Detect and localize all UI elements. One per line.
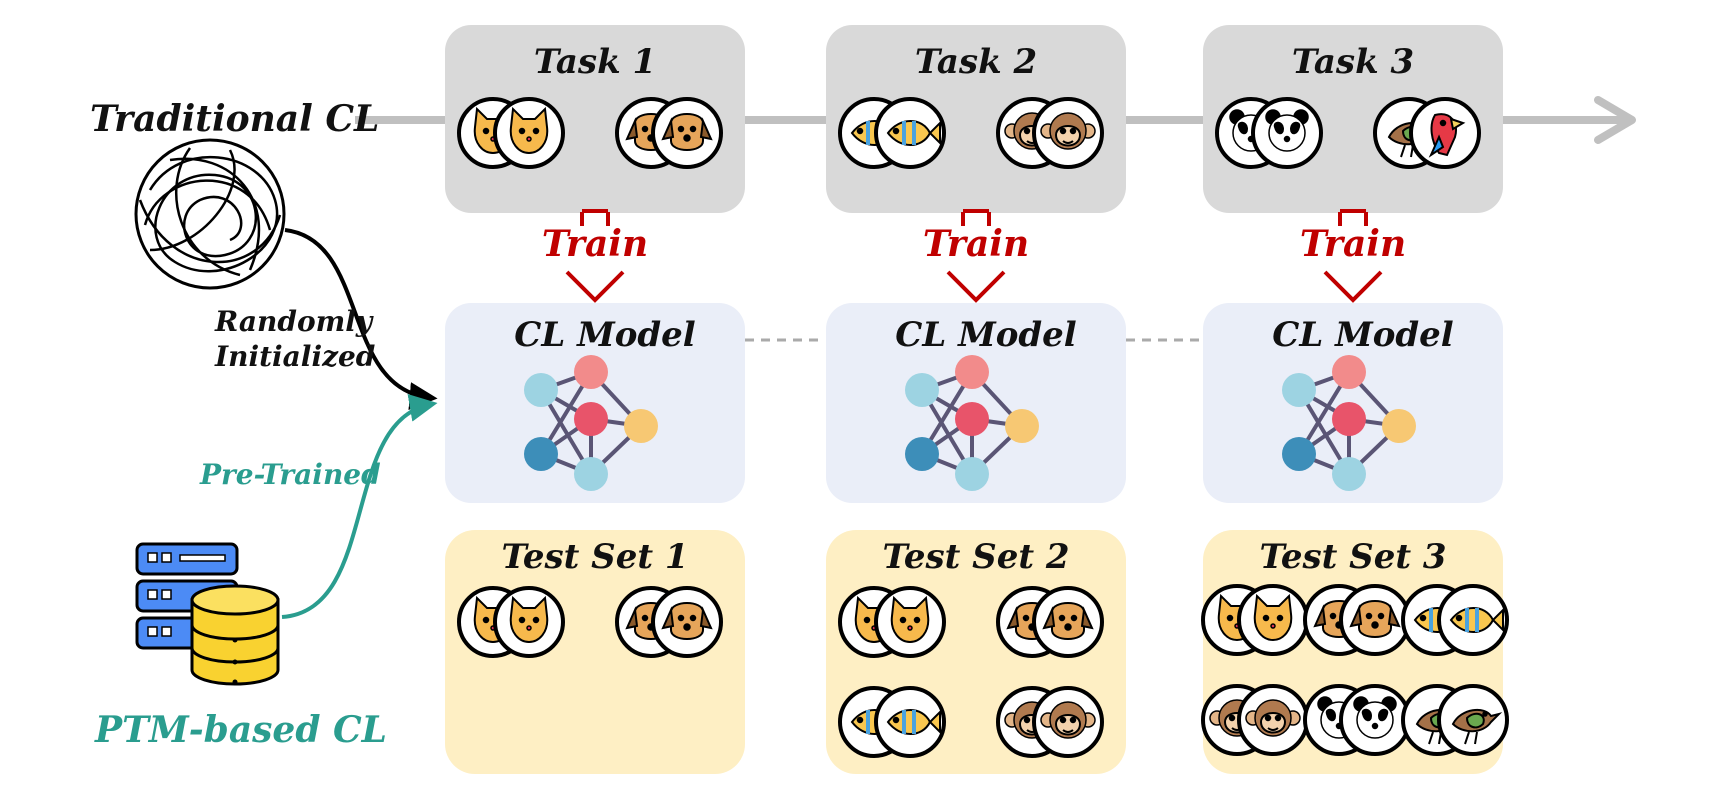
animal-pair xyxy=(615,586,723,658)
animal-pair xyxy=(838,97,946,169)
task-title: Task 2 xyxy=(915,42,1037,82)
monkey-icon xyxy=(1032,97,1104,169)
neural-network-icon xyxy=(1282,355,1416,491)
network-node xyxy=(524,437,558,471)
train-arrow xyxy=(565,209,625,303)
train-arrow xyxy=(1323,209,1383,303)
network-node xyxy=(955,457,989,491)
test-set-title: Test Set 2 xyxy=(882,537,1069,577)
neural-network-icon xyxy=(905,355,1039,491)
bird-icon xyxy=(1437,684,1509,756)
network-node xyxy=(574,457,608,491)
network-node xyxy=(905,437,939,471)
animal-pair xyxy=(1373,97,1481,169)
model-title: CL Model xyxy=(514,315,696,355)
random-init-arrow xyxy=(284,228,438,410)
test-set-title: Test Set 3 xyxy=(1259,537,1446,577)
fish-icon xyxy=(1437,584,1509,656)
animal-pair xyxy=(1401,584,1509,656)
traditional-cl-label: Traditional CL xyxy=(90,98,379,140)
animal-pair xyxy=(457,586,565,658)
animal-pair xyxy=(996,686,1104,758)
cat-icon xyxy=(1237,584,1309,656)
train-arrow xyxy=(946,209,1006,303)
network-node xyxy=(574,355,608,389)
cat-icon xyxy=(493,97,565,169)
yarn-ball-icon xyxy=(134,138,286,290)
network-node xyxy=(574,402,608,436)
animal-pair xyxy=(457,97,565,169)
task-title: Task 1 xyxy=(534,42,656,82)
animal-pair xyxy=(1303,684,1411,756)
pre-trained-label: Pre-Trained xyxy=(199,458,381,491)
animal-pair xyxy=(1215,97,1323,169)
fish-icon xyxy=(874,97,946,169)
animal-pair xyxy=(1201,684,1309,756)
animal-pair xyxy=(615,97,723,169)
network-node xyxy=(955,355,989,389)
network-node xyxy=(1005,409,1039,443)
train-label: Train xyxy=(542,223,648,265)
test-set-title: Test Set 1 xyxy=(501,537,688,577)
task-title: Task 3 xyxy=(1292,42,1414,82)
randomly-label: Randomly xyxy=(214,305,374,338)
timeline-arrowhead xyxy=(1594,96,1636,144)
network-node xyxy=(905,373,939,407)
train-label: Train xyxy=(1300,223,1406,265)
network-node xyxy=(1332,355,1366,389)
animal-pair xyxy=(996,586,1104,658)
dog-icon xyxy=(1032,586,1104,658)
model-title: CL Model xyxy=(895,315,1077,355)
network-node xyxy=(955,402,989,436)
animal-pair xyxy=(1401,684,1509,756)
model-title: CL Model xyxy=(1272,315,1454,355)
animal-pair xyxy=(838,586,946,658)
pre-trained-arrow xyxy=(281,394,438,619)
dog-icon xyxy=(651,97,723,169)
panda-icon xyxy=(1339,684,1411,756)
animal-pair xyxy=(1201,584,1309,656)
cat-icon xyxy=(493,586,565,658)
network-node xyxy=(524,373,558,407)
initialized-label: Initialized xyxy=(214,340,375,373)
network-node xyxy=(1282,437,1316,471)
network-node xyxy=(1282,373,1316,407)
network-node xyxy=(1332,457,1366,491)
parrot-icon xyxy=(1409,97,1481,169)
fish-icon xyxy=(874,686,946,758)
animal-pair xyxy=(1303,584,1411,656)
dog-icon xyxy=(651,586,723,658)
network-node xyxy=(1382,409,1416,443)
network-node xyxy=(624,409,658,443)
database-server-icon xyxy=(135,542,280,686)
animal-pair xyxy=(838,686,946,758)
cat-icon xyxy=(874,586,946,658)
panda-icon xyxy=(1251,97,1323,169)
dog-icon xyxy=(1339,584,1411,656)
train-label: Train xyxy=(923,223,1029,265)
neural-network-icon xyxy=(524,355,658,491)
network-node xyxy=(1332,402,1366,436)
ptm-based-cl-label: PTM-based CL xyxy=(94,709,387,751)
animal-pair xyxy=(996,97,1104,169)
monkey-icon xyxy=(1237,684,1309,756)
monkey-icon xyxy=(1032,686,1104,758)
